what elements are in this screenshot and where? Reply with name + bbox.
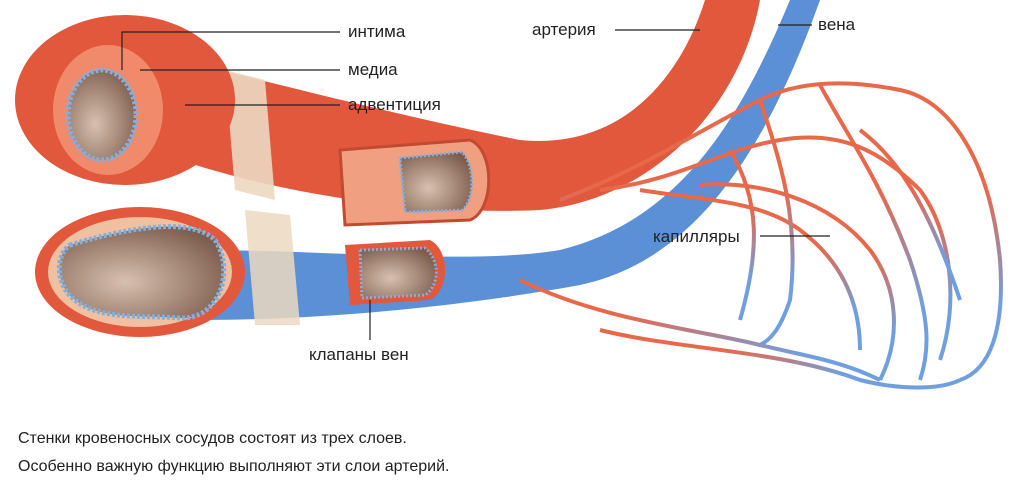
adventitia-label: адвентиция bbox=[348, 95, 441, 114]
caption-line-1: Стенки кровеносных сосудов состоят из тр… bbox=[18, 430, 407, 447]
capillaries-label: капилляры bbox=[653, 227, 740, 246]
artery-adventitia-band bbox=[225, 70, 275, 200]
artery-label: артерия bbox=[532, 20, 596, 39]
capillary-network bbox=[519, 81, 1003, 390]
vein-tube bbox=[200, 0, 820, 320]
artery-intima bbox=[65, 67, 139, 163]
vein-valve bbox=[358, 246, 438, 300]
vein-valves-label: клапаны вен bbox=[309, 345, 409, 364]
caption-line-2: Особенно важную функцию выполняют эти сл… bbox=[18, 458, 450, 475]
intima-label: интима bbox=[348, 22, 406, 41]
media-label: медиа bbox=[348, 60, 398, 79]
artery-inner-lumen bbox=[398, 150, 474, 214]
artery-tube bbox=[180, 0, 760, 211]
vein-label: вена bbox=[818, 15, 856, 34]
vein-adventitia-band bbox=[245, 210, 300, 325]
intima-leader-line bbox=[121, 31, 340, 70]
vein-lumen bbox=[56, 224, 227, 321]
